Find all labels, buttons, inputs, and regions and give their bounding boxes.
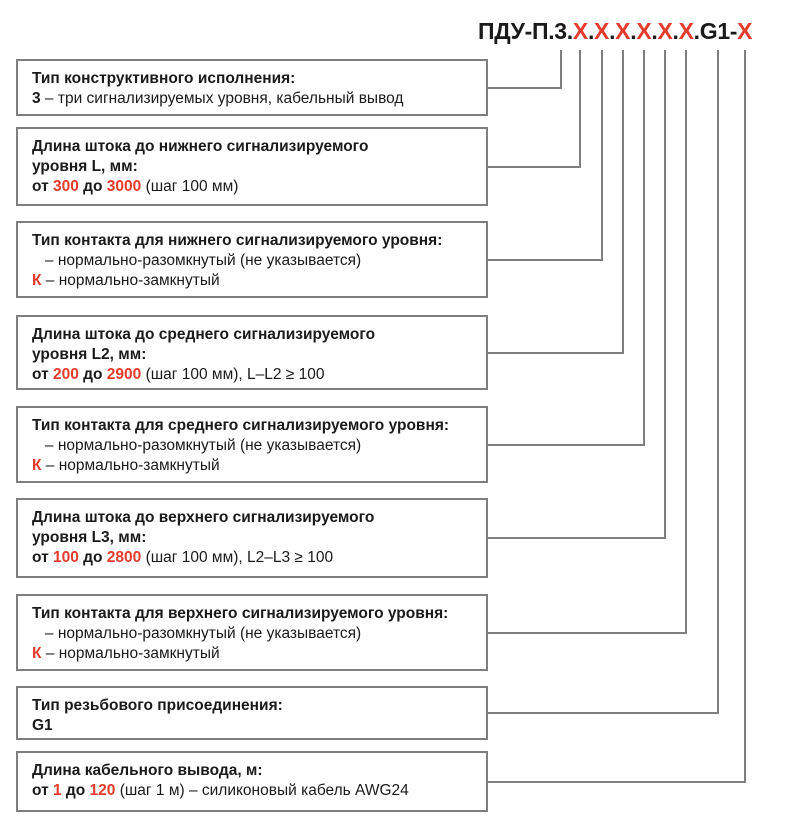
parameter-title: Тип контакта для нижнего сигнализируемог… — [32, 232, 443, 249]
parameter-value-line: – нормально-разомкнутый (не указывается) — [32, 251, 474, 271]
code-placeholder-x: X — [657, 18, 673, 44]
parameter-value-text: – нормально-замкнутый — [41, 645, 220, 662]
parameter-title: Тип конструктивного исполнения: — [32, 70, 296, 87]
code-placeholder-x: X — [737, 18, 753, 44]
parameter-value-line: от 200 до 2900 (шаг 100 мм), L–L2 ≥ 100 — [32, 365, 474, 385]
connector-line — [488, 50, 666, 539]
parameter-title: Тип резьбового присоединения: — [32, 697, 283, 714]
parameter-box: Тип конструктивного исполнения: 3 – три с… — [16, 59, 488, 116]
code-fixed-part: 3 — [554, 18, 567, 44]
connector-line — [488, 50, 603, 261]
parameter-value-line: – нормально-разомкнутый (не указывается) — [32, 436, 474, 456]
parameter-value-line: К – нормально-замкнутый — [32, 644, 474, 664]
parameter-value-text: (шаг 100 мм) — [141, 178, 239, 195]
connector-line — [488, 50, 645, 446]
code-fixed-part: . — [609, 18, 616, 44]
parameter-box: Тип контакта для верхнего сигнализируемо… — [16, 594, 488, 671]
code-fixed-part: . — [566, 18, 573, 44]
connector-line — [488, 50, 562, 89]
parameter-value-text: до — [61, 782, 90, 799]
code-fixed-part: . — [672, 18, 679, 44]
parameter-value-line: К – нормально-замкнутый — [32, 456, 474, 476]
parameter-box: Тип контакта для среднего сигнализируемо… — [16, 406, 488, 483]
connector-line — [488, 50, 687, 634]
code-fixed-part: . — [587, 18, 595, 44]
parameter-value-highlight: 120 — [89, 782, 116, 799]
parameter-value-text: от — [32, 549, 53, 566]
code-placeholder-x: X — [594, 18, 610, 44]
parameter-value-highlight: 300 — [52, 178, 79, 195]
parameter-value-text: – нормально-замкнутый — [41, 457, 220, 474]
model-code: ПДУ-П.3.X.X.X.X.X.X.G1-X — [478, 18, 753, 48]
parameter-value-highlight: К — [32, 457, 42, 474]
parameter-value-text: до — [78, 366, 107, 383]
parameter-value-text: до — [78, 178, 107, 195]
parameter-value-text: – нормально-разомкнутый (не указывается) — [32, 252, 362, 269]
parameter-value-highlight: 1 — [52, 782, 62, 799]
parameter-value-text: 3 — [32, 90, 41, 107]
connector-line — [488, 50, 581, 168]
parameter-value-highlight: 3000 — [106, 178, 142, 195]
parameter-value-highlight: К — [32, 272, 42, 289]
parameter-value-text: от — [32, 366, 53, 383]
code-fixed-part: . — [630, 18, 637, 44]
code-placeholder-x: X — [615, 18, 631, 44]
parameter-value-text: – нормально-разомкнутый (не указывается) — [32, 625, 362, 642]
parameter-value-line: от 100 до 2800 (шаг 100 мм), L2–L3 ≥ 100 — [32, 548, 474, 568]
parameter-value-highlight: 2900 — [106, 366, 142, 383]
code-fixed-part: . — [651, 18, 658, 44]
parameter-value-text: (шаг 100 мм), L2–L3 ≥ 100 — [141, 549, 334, 566]
parameter-value-text: – нормально-замкнутый — [41, 272, 220, 289]
parameter-value-text: (шаг 1 м) – силиконовый кабель AWG24 — [115, 782, 409, 799]
parameter-value-highlight: 2800 — [106, 549, 142, 566]
parameter-value-line: 3 – три сигнализируемых уровня, кабельны… — [32, 89, 474, 109]
parameter-box: Длина штока до верхнего сигнализируемого… — [16, 498, 488, 578]
code-placeholder-x: X — [572, 18, 588, 44]
connector-line — [488, 50, 719, 714]
parameter-value-text: – три сигнализируемых уровня, кабельный … — [40, 90, 404, 107]
parameter-box: Длина кабельного вывода, м: от 1 до 120 (… — [16, 751, 488, 812]
parameter-box: Длина штока до среднего сигнализируемого… — [16, 315, 488, 390]
code-fixed-part: ПДУ-П. — [478, 18, 555, 44]
parameter-title: Длина кабельного вывода, м: — [32, 762, 263, 779]
parameter-value-line: К – нормально-замкнутый — [32, 271, 474, 291]
parameter-box: Тип резьбового присоединения: G1 — [16, 686, 488, 740]
parameter-value-text: G1 — [32, 717, 53, 734]
connector-line — [488, 50, 624, 354]
code-fixed-part: .G1- — [693, 18, 738, 44]
parameter-box: Тип контакта для нижнего сигнализируемог… — [16, 221, 488, 298]
parameter-value-text: до — [78, 549, 107, 566]
parameter-title: Длина штока до среднего сигнализируемого… — [32, 326, 376, 363]
parameter-value-highlight: 100 — [52, 549, 79, 566]
parameter-title: Длина штока до верхнего сигнализируемого… — [32, 509, 375, 546]
code-placeholder-x: X — [678, 18, 694, 44]
code-placeholder-x: X — [636, 18, 652, 44]
parameter-value-line: – нормально-разомкнутый (не указывается) — [32, 624, 474, 644]
parameter-value-text: (шаг 100 мм), L–L2 ≥ 100 — [141, 366, 325, 383]
parameter-value-line: от 300 до 3000 (шаг 100 мм) — [32, 177, 474, 197]
parameter-title: Тип контакта для среднего сигнализируемо… — [32, 417, 450, 434]
parameter-value-line: от 1 до 120 (шаг 1 м) – силиконовый кабе… — [32, 781, 474, 801]
connector-line — [488, 50, 746, 783]
parameter-value-line: G1 — [32, 716, 474, 736]
parameter-value-text: от — [32, 782, 53, 799]
parameter-value-text: от — [32, 178, 53, 195]
parameter-title: Тип контакта для верхнего сигнализируемо… — [32, 605, 449, 622]
parameter-value-highlight: К — [32, 645, 42, 662]
parameter-value-text: – нормально-разомкнутый (не указывается) — [32, 437, 362, 454]
parameter-value-highlight: 200 — [52, 366, 79, 383]
